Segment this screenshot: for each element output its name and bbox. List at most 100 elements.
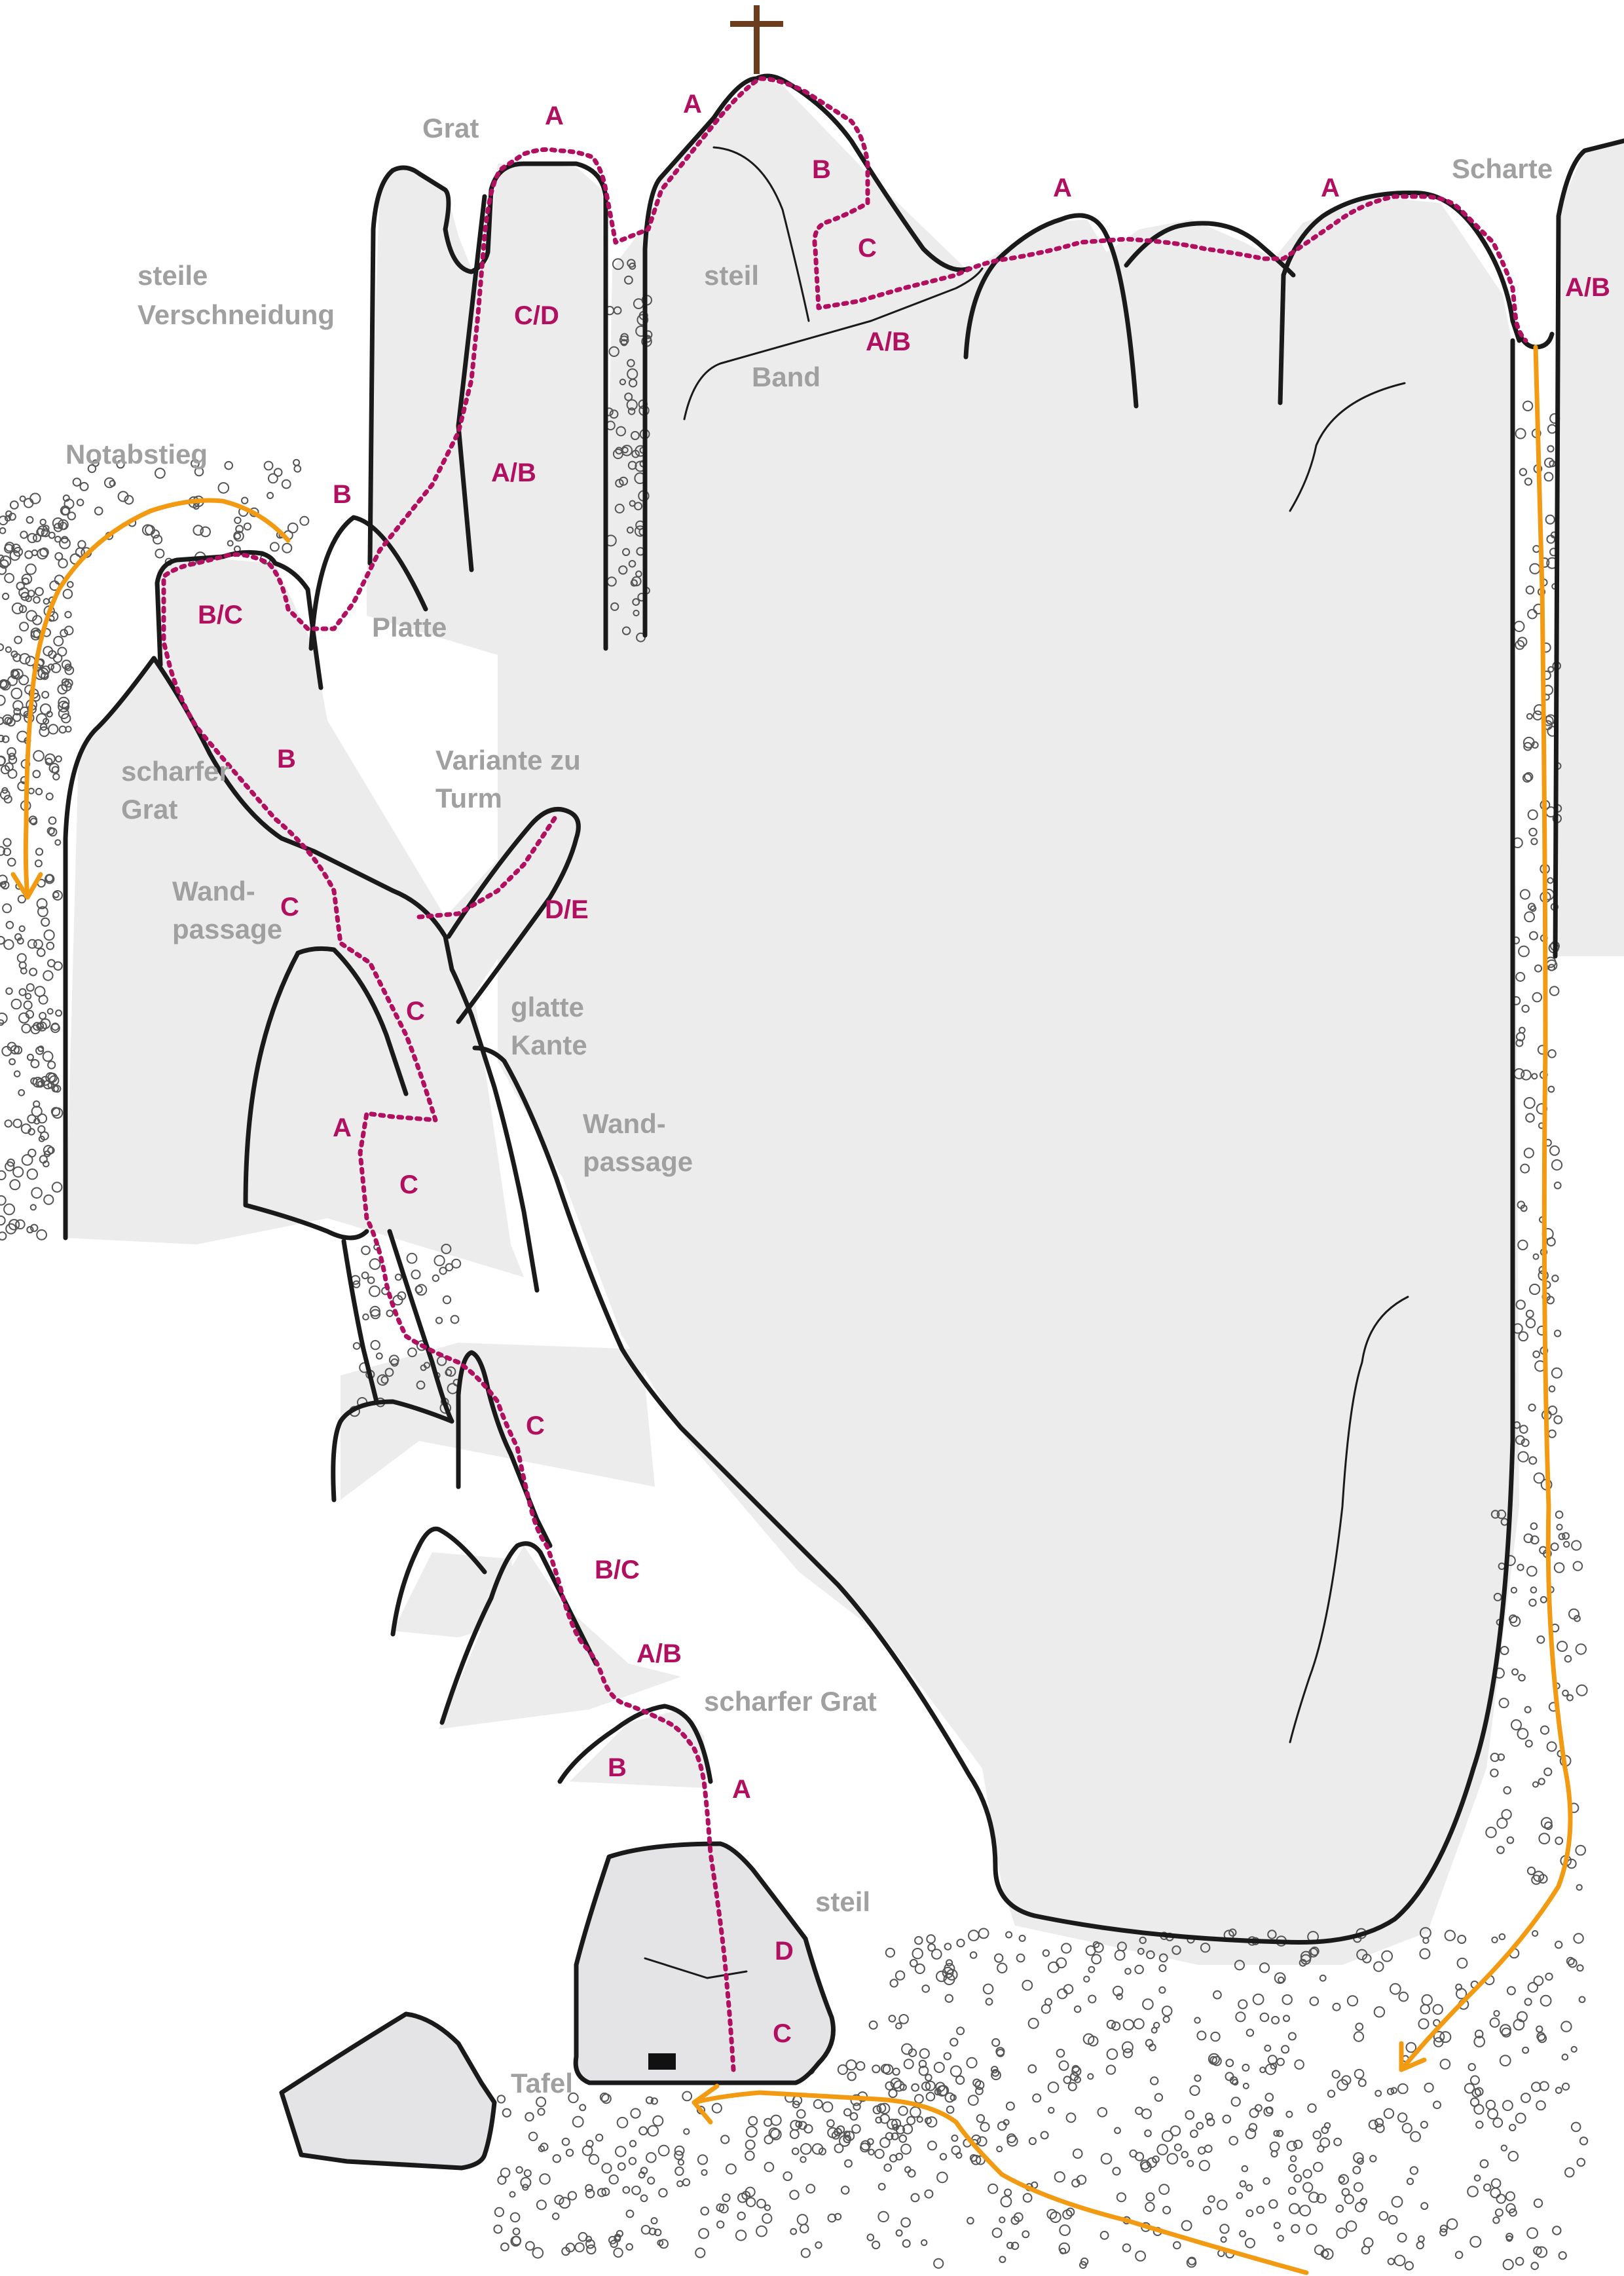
scree-dot <box>1439 2031 1452 2043</box>
scree-dot <box>909 1958 918 1968</box>
scree-dot <box>1570 2045 1578 2053</box>
scree-dot <box>1049 2211 1061 2224</box>
scree-dot <box>1217 2199 1228 2211</box>
scree-dot <box>4 572 15 584</box>
scree-dot <box>737 2211 746 2221</box>
scree-dot <box>1283 2015 1290 2023</box>
scree-dot <box>628 2157 637 2165</box>
scree-dot <box>890 2078 902 2089</box>
scree-dot <box>1063 2076 1072 2084</box>
scree-dot <box>601 2188 610 2196</box>
scree-dot <box>1076 2174 1087 2185</box>
grade-label: C <box>280 893 299 922</box>
scree-dot <box>50 1023 60 1034</box>
scree-dot <box>837 2064 849 2075</box>
scree-dot <box>1150 2076 1159 2085</box>
scree-dot <box>241 496 249 504</box>
scree-dot <box>764 2135 774 2144</box>
grade-label: A/B <box>491 458 536 487</box>
scree-dot <box>1544 457 1555 468</box>
scree-dot <box>386 1309 394 1317</box>
scree-dot <box>35 1046 45 1055</box>
scree-dot <box>52 773 60 781</box>
scree-dot <box>1269 2141 1280 2152</box>
scree-dot <box>956 2026 965 2036</box>
scree-dot <box>25 993 32 1000</box>
scree-dot <box>57 646 67 657</box>
scree-dot <box>995 2047 1005 2057</box>
label-steil-top: steil <box>704 260 759 291</box>
scree-dot <box>997 1962 1008 1974</box>
scree-dot <box>654 2228 662 2237</box>
scree-dot <box>1022 2193 1033 2203</box>
scree-dot <box>1124 1968 1132 1975</box>
scree-dot <box>877 2182 886 2191</box>
scree-dot <box>1540 1595 1547 1603</box>
scree-dot <box>925 2091 936 2102</box>
scree-dot <box>855 2061 866 2071</box>
scree-dot <box>1404 2261 1414 2271</box>
scree-dot <box>26 983 35 992</box>
scree-dot <box>1080 2257 1089 2266</box>
scree-dot <box>43 1194 54 1205</box>
scree-dot <box>1241 2165 1249 2173</box>
rock-fills <box>65 79 1624 1965</box>
scree-dot <box>1067 2081 1077 2091</box>
scree-dot <box>1356 2157 1364 2165</box>
scree-dot <box>634 502 643 511</box>
scree-dot <box>1464 2083 1475 2094</box>
scree-dot <box>1547 1429 1557 1438</box>
scree-dot <box>1213 1990 1222 2000</box>
scree-dot <box>269 542 280 552</box>
scree-dot <box>1220 2236 1227 2243</box>
scree-dot <box>1473 2104 1485 2115</box>
scree-dot <box>52 517 64 529</box>
scree-dot <box>1551 1275 1559 1282</box>
scree-dot <box>1553 1182 1562 1189</box>
grade-label: C <box>526 1411 545 1440</box>
scree-dot <box>27 589 35 598</box>
scree-dot <box>445 1369 452 1377</box>
scree-dot <box>1386 2087 1395 2095</box>
scree-dot <box>1057 1988 1068 2000</box>
scree-dot <box>1112 1985 1124 1997</box>
scree-dot <box>1355 2201 1365 2212</box>
scree-dot <box>47 1060 56 1070</box>
scree-dot <box>1374 2117 1384 2127</box>
scree-dot <box>944 1994 954 2003</box>
scree-dot <box>627 368 638 380</box>
scree-dot <box>61 536 69 544</box>
scree-dot <box>1288 2186 1297 2195</box>
scree-dot <box>944 2092 955 2103</box>
scree-dot <box>25 563 37 575</box>
scree-dot <box>9 500 19 510</box>
scree-dot <box>1562 1689 1569 1697</box>
scree-dot <box>12 700 24 711</box>
scree-dot <box>1013 2212 1024 2222</box>
scree-dot <box>43 525 50 532</box>
scree-dot <box>1552 2226 1562 2235</box>
scree-dot <box>633 609 640 617</box>
scree-dot <box>1281 2045 1290 2054</box>
scree-dot <box>194 466 204 477</box>
label-scharfer-grat-low: scharfer Grat <box>704 1686 877 1717</box>
scree-dot <box>921 2081 931 2091</box>
scree-dot <box>0 874 8 885</box>
scree-dot <box>1496 1846 1505 1854</box>
scree-dot <box>1501 1809 1512 1820</box>
scree-dot <box>1553 1415 1563 1425</box>
scree-dot <box>907 2169 916 2178</box>
scree-dot <box>955 2075 965 2085</box>
scree-dot <box>18 961 27 969</box>
scree-dot <box>1519 1425 1528 1434</box>
scree-dot <box>407 1347 417 1358</box>
scree-dot <box>1099 2231 1109 2240</box>
scree-dot <box>1122 2048 1133 2059</box>
scree-dot <box>293 464 302 473</box>
scree-dot <box>1511 1719 1522 1730</box>
scree-dot <box>1524 772 1534 782</box>
scree-dot <box>1568 1608 1579 1620</box>
scree-dot <box>36 898 48 910</box>
scree-dot <box>193 503 200 510</box>
scree-dot <box>36 948 46 958</box>
